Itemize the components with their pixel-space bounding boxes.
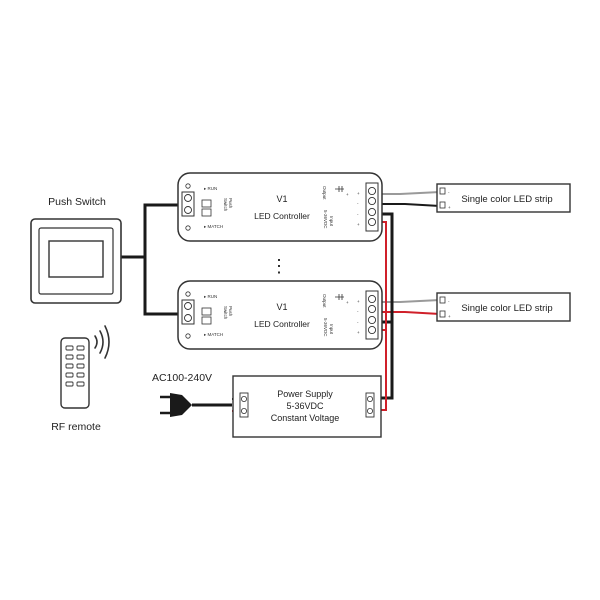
- continuation-dots: ⋮: [270, 256, 288, 276]
- plug-prongs-icon: [160, 395, 170, 415]
- psu-ac-terminal: [239, 392, 249, 418]
- mains-label: AC100-240V: [152, 372, 212, 384]
- controller-housing: [177, 280, 383, 350]
- remote-buttons: [65, 345, 85, 387]
- run-indicator: ▸ RUN: [204, 186, 217, 191]
- match-label: ▸ MATCH: [204, 332, 223, 337]
- controller-1: ▸ RUN ▸ MATCH Push Switch V1 LED Control…: [177, 172, 383, 242]
- strip-body: [436, 292, 571, 322]
- svg-text:-: -: [357, 212, 359, 217]
- match-label: ▸ MATCH: [204, 224, 223, 229]
- svg-text:+: +: [357, 191, 360, 196]
- input-voltage-label: 5-36VDC: [323, 210, 328, 229]
- led-strip-1: - + Single color LED strip: [436, 183, 571, 213]
- mount-hole: [185, 183, 191, 189]
- psu-line3: Constant Voltage: [271, 413, 340, 423]
- output-label: Output: [322, 186, 327, 200]
- signal-icon: [94, 325, 110, 359]
- output-wire-grey-2: [378, 299, 441, 303]
- svg-text:+: +: [346, 300, 349, 305]
- rf-remote-label: RF remote: [51, 421, 101, 433]
- controller-title: V1: [276, 194, 287, 204]
- output-input-terminal: [365, 290, 379, 340]
- svg-text:+: +: [357, 299, 360, 304]
- mains-plug: AC100-240V: [152, 372, 212, 417]
- strip-label: Single color LED strip: [461, 303, 552, 314]
- plug-body-icon: [170, 393, 192, 417]
- controller-title: V1: [276, 302, 287, 312]
- output-input-terminal: [365, 182, 379, 232]
- controller-housing: [177, 172, 383, 242]
- psu-body: [232, 375, 382, 438]
- controller-subtitle: LED Controller: [254, 211, 310, 221]
- match-button: [201, 307, 212, 316]
- output-wire-grey-1: [378, 191, 441, 195]
- svg-text:-: -: [448, 299, 450, 304]
- strip-body: [436, 183, 571, 213]
- output-wire-black-1: [378, 203, 441, 207]
- svg-text:Push: Push: [228, 306, 233, 317]
- remote-body: [60, 337, 90, 409]
- strip-label: Single color LED strip: [461, 194, 552, 205]
- input-voltage-label: 5-36VDC: [323, 318, 328, 337]
- controller-2: ▸ RUN ▸ MATCH Push Switch V1 LED Control…: [177, 280, 383, 350]
- push-switch-label: Push Switch: [48, 196, 106, 208]
- psu-line1: Power Supply: [277, 389, 333, 399]
- match-button: [201, 199, 212, 208]
- controller-subtitle: LED Controller: [254, 319, 310, 329]
- input-label: Input: [329, 324, 334, 335]
- svg-text:+: +: [357, 222, 360, 227]
- svg-text:-: -: [357, 320, 359, 325]
- led-strip-2: - + Single color LED strip: [436, 292, 571, 322]
- push-switch: Push Switch: [30, 196, 122, 304]
- svg-text:-: -: [357, 309, 359, 314]
- svg-text:+: +: [357, 330, 360, 335]
- svg-text:+: +: [448, 314, 451, 319]
- psu-line2: 5-36VDC: [286, 401, 324, 411]
- rf-remote: RF remote: [51, 325, 110, 433]
- switch-wire-bottom: [143, 257, 188, 316]
- pin-plus: +: [346, 192, 349, 197]
- svg-text:+: +: [448, 205, 451, 210]
- push-switch-button: [48, 240, 104, 278]
- svg-text:-: -: [448, 190, 450, 195]
- output-wire-red-2: [378, 311, 441, 315]
- svg-text:-: -: [357, 201, 359, 206]
- input-label: Input: [329, 216, 334, 227]
- svg-text:Switch: Switch: [223, 306, 228, 320]
- run-indicator: ▸ RUN: [204, 294, 217, 299]
- power-supply: Power Supply 5-36VDC Constant Voltage: [232, 375, 382, 438]
- switch-wire-top: [120, 203, 188, 259]
- psu-dc-terminal: [365, 392, 375, 418]
- output-label: Output: [322, 294, 327, 308]
- svg-text:Switch: Switch: [223, 198, 228, 212]
- push-switch-port-label: Push: [228, 198, 233, 209]
